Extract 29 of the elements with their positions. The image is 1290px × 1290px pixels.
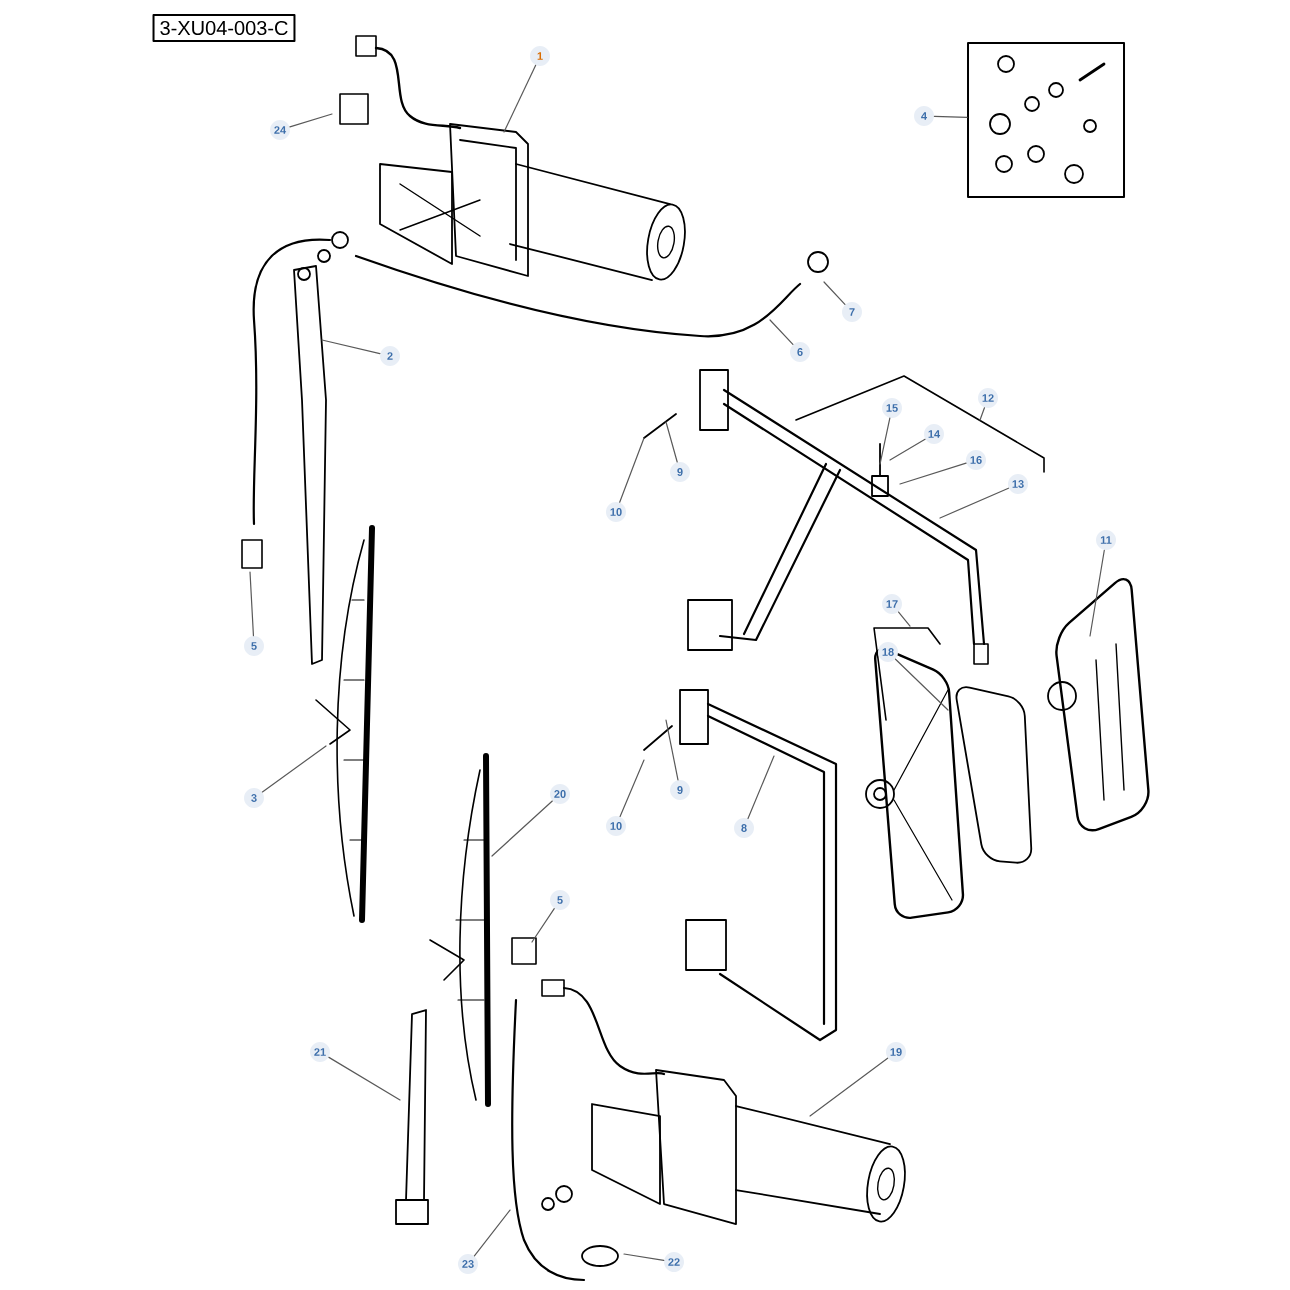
leader-line [491, 800, 553, 857]
leader-line [261, 745, 327, 793]
leader-line [289, 113, 333, 128]
leader-line [473, 1209, 511, 1257]
leader-line [665, 421, 678, 463]
kit-box [967, 42, 1125, 198]
leader-line [665, 719, 679, 781]
leader-line [823, 281, 846, 305]
leader-line [623, 1253, 665, 1261]
leader-line [747, 755, 775, 819]
leader-line [769, 319, 794, 346]
leader-line [328, 1056, 401, 1101]
leader-line [889, 438, 926, 461]
leader-line [939, 487, 1010, 519]
leader-line [894, 658, 949, 711]
reference-code: 3-XU04-003-C [152, 13, 296, 43]
leader-line [898, 611, 911, 627]
leader-line [809, 1057, 889, 1117]
leader-line [899, 462, 967, 485]
leader-line [933, 115, 968, 118]
leader-line [249, 571, 255, 637]
leader-line [879, 417, 891, 465]
leader-line [979, 407, 986, 421]
leader-line [531, 908, 555, 943]
leader-line [503, 64, 537, 133]
leader-line [1089, 549, 1105, 637]
leader-line [619, 759, 645, 817]
leader-line [321, 339, 381, 355]
leader-line [619, 437, 645, 503]
